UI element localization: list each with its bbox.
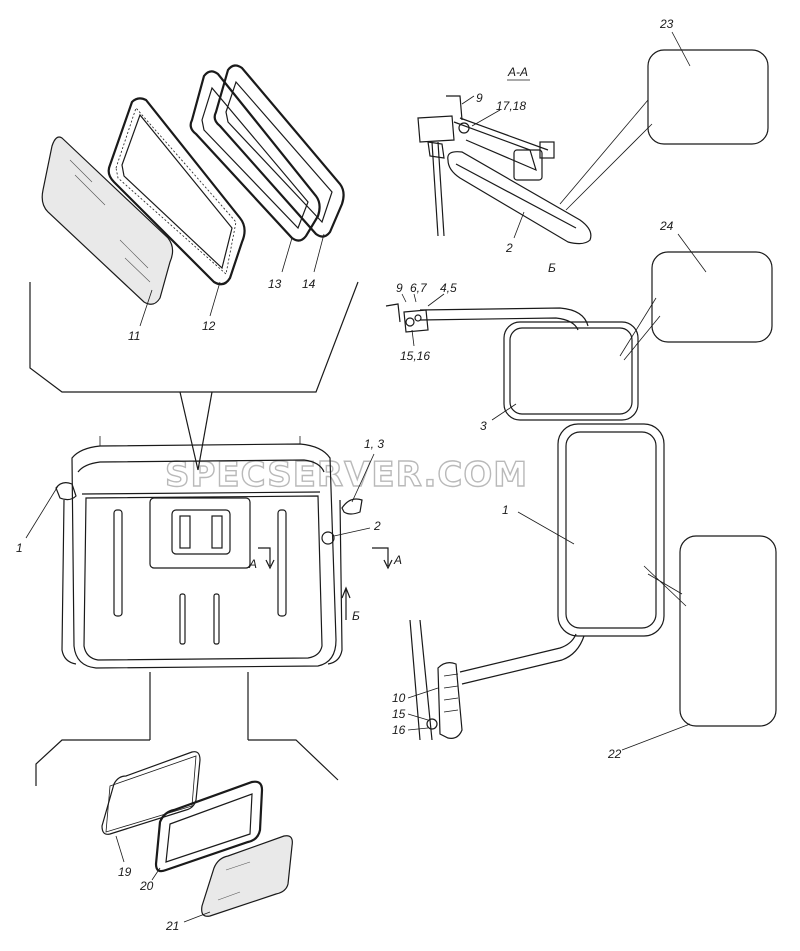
callout-13: 13 <box>268 277 282 291</box>
bottom-bracket-lower-left <box>35 739 150 786</box>
leader-4-5 <box>427 293 445 307</box>
leader-24 <box>677 233 707 273</box>
section-arrow-left <box>258 547 271 566</box>
section-arrow-right <box>372 547 389 566</box>
callout-24: 24 <box>659 219 674 233</box>
main-mirror-1 <box>557 423 665 637</box>
leader-16 <box>407 727 429 731</box>
leader-22 <box>621 723 691 751</box>
callout-6-7: 6,7 <box>410 281 428 295</box>
callout-22: 22 <box>607 747 622 761</box>
callout-21: 21 <box>165 919 179 933</box>
leader-23 <box>671 31 691 67</box>
callout-15: 15 <box>392 707 406 721</box>
top-detail-bracket <box>29 281 359 393</box>
section-arrow-left-head <box>265 559 275 570</box>
bottom-bracket-lower-right <box>248 739 339 781</box>
view-box-23 <box>647 49 769 145</box>
view-box-22 <box>679 535 777 727</box>
callout-1-3: 1, 3 <box>364 437 384 451</box>
view-b-mirror-3 <box>503 321 639 421</box>
view-label-b: Б <box>548 261 556 275</box>
arrow-label-a-left: А <box>248 557 257 571</box>
callout-2-cab: 2 <box>373 519 381 533</box>
top-window-seal-13 <box>189 70 321 242</box>
leader-10 <box>407 687 439 699</box>
callout-12: 12 <box>202 319 216 333</box>
callout-15-16: 15,16 <box>400 349 430 363</box>
leader-1-3 <box>351 453 375 503</box>
callout-14: 14 <box>302 277 316 291</box>
callout-3: 3 <box>480 419 487 433</box>
leader-12 <box>209 281 221 317</box>
bottom-window-glass-21 <box>201 835 293 917</box>
leader-15-16 <box>411 329 415 347</box>
leader-21 <box>183 911 211 923</box>
leader-9-top <box>461 95 475 105</box>
callout-9-top: 9 <box>476 91 483 105</box>
callout-1-mirror: 1 <box>502 503 509 517</box>
callout-11: 11 <box>128 329 140 343</box>
aa-sightline-lower <box>565 123 653 211</box>
arrow-label-a-right: А <box>393 553 402 567</box>
section-aa-mirror-2 <box>447 151 592 245</box>
mirror-1-sightline-upper <box>643 565 687 607</box>
arrow-label-b: Б <box>352 609 360 623</box>
callout-4-5: 4,5 <box>440 281 457 295</box>
leader-15 <box>407 713 429 721</box>
aa-sightline-upper <box>559 99 649 205</box>
section-label-aa: А-А <box>507 65 528 79</box>
callout-19: 19 <box>118 865 132 879</box>
mirror-1-sightline-lower <box>647 573 683 595</box>
leader-13 <box>281 237 293 273</box>
b-sightline-upper <box>619 297 657 357</box>
bracket-pointer-left <box>179 391 199 471</box>
bottom-window-seal-19 <box>101 751 201 835</box>
leader-17-18 <box>471 109 501 127</box>
top-window-seal-12 <box>107 97 246 286</box>
callout-1-left: 1 <box>16 541 23 555</box>
leader-2-cab <box>333 527 371 537</box>
leader-2-section <box>513 211 525 239</box>
view-arrow-b-head <box>341 586 351 599</box>
section-aa-mirror-bracket <box>417 95 555 237</box>
leader-20 <box>151 867 161 881</box>
section-arrow-right-head <box>383 559 393 570</box>
bracket-pointer-right <box>197 391 213 471</box>
callout-17-18: 17,18 <box>496 99 526 113</box>
leader-1-mirror <box>517 511 575 545</box>
top-window-seal-14 <box>213 64 345 238</box>
leader-3 <box>491 403 517 421</box>
leader-11 <box>139 289 153 327</box>
leader-9-mid <box>401 293 407 303</box>
leader-1-left <box>25 485 59 539</box>
callout-10: 10 <box>392 691 406 705</box>
callout-20: 20 <box>139 879 154 893</box>
cab-rear-view <box>55 436 363 669</box>
main-mirror-arm <box>409 619 585 741</box>
callout-2-section: 2 <box>505 241 513 255</box>
bottom-window-frame-20 <box>154 780 264 873</box>
top-window-glass-11 <box>41 136 174 305</box>
callout-23: 23 <box>659 17 674 31</box>
b-sightline-lower <box>623 315 661 361</box>
view-box-24 <box>651 251 773 343</box>
callout-9-mid: 9 <box>396 281 403 295</box>
leader-6-7 <box>413 293 417 303</box>
leader-14 <box>313 233 325 273</box>
callout-16: 16 <box>392 723 406 737</box>
leader-19 <box>115 835 125 863</box>
